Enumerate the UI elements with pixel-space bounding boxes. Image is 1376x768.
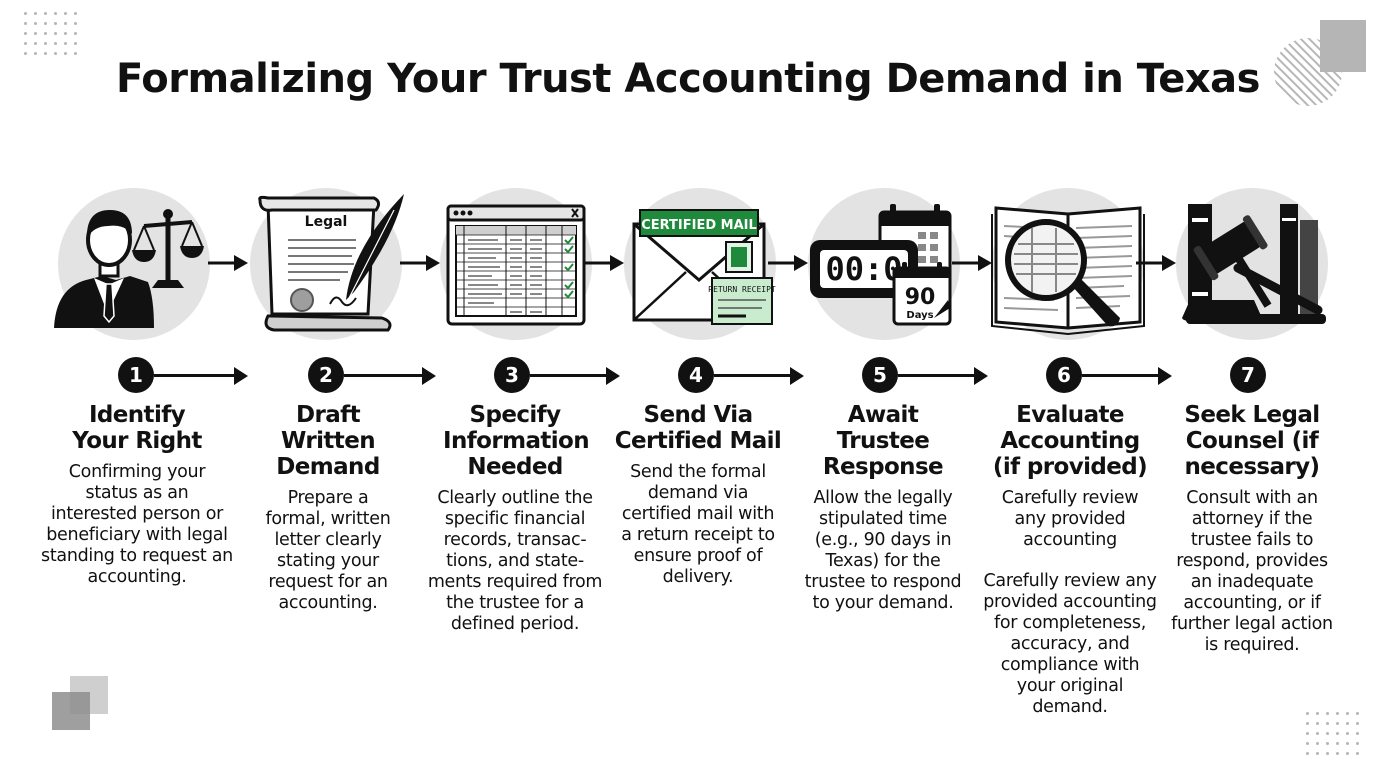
connector-arrow-2 (400, 255, 440, 271)
certified-mail-envelope-icon: CERTIFIED MAIL RETURN RECEIPT (632, 209, 776, 325)
step-number-badge: 2 (308, 357, 344, 393)
magnifier-book-icon (991, 206, 1145, 336)
decorative-squares-bottom-left (52, 676, 108, 730)
step-number-badge: 1 (118, 357, 154, 393)
return-receipt-label: RETURN RECEIPT (708, 285, 776, 294)
spreadsheet-window-icon (446, 204, 586, 326)
step-column-2: Draft Written Demand Prepare a formal, w… (232, 402, 424, 614)
connector-arrow-3 (584, 255, 624, 271)
decorative-dot-grid-bottom-right (1306, 712, 1359, 755)
step-title: Draft Written Demand (276, 402, 380, 480)
step-description: Clearly outline the specific financial r… (427, 488, 603, 634)
page-title: Formalizing Your Trust Accounting Demand… (116, 56, 1260, 102)
step-description: Send the formal demand via certified mai… (621, 462, 775, 587)
certified-mail-label: CERTIFIED MAIL (641, 218, 757, 233)
step-title: Send Via Certified Mail (614, 402, 782, 454)
step-arrow-line (344, 374, 422, 377)
step-column-5: Await Trustee Response Allow the legally… (787, 402, 979, 614)
clock-readout: 00:0 (825, 250, 902, 288)
step-column-7: Seek Legal Counsel (if necessary) Consul… (1156, 402, 1348, 656)
step-arrow-line (530, 374, 606, 377)
step-title: Specify Information Needed (443, 402, 590, 480)
step-arrow-head (790, 367, 804, 385)
step-arrow-line (1082, 374, 1158, 377)
step-number-badge: 5 (862, 357, 898, 393)
step-column-6: Evaluate Accounting (if provided) Carefu… (974, 402, 1166, 718)
step-arrow-line (898, 374, 974, 377)
decorative-dot-grid-top-left (24, 12, 77, 55)
step-column-4: Send Via Certified Mail Send the formal … (602, 402, 794, 588)
step-arrow-head (1158, 367, 1172, 385)
clock-calendar-icon: 00:0 90 Days (810, 204, 952, 326)
step-description: Consult with an attorney if the trustee … (1171, 488, 1333, 655)
step-number-badge: 4 (678, 357, 714, 393)
connector-arrow-6 (1136, 255, 1176, 271)
calendar-number: 90 (905, 285, 936, 310)
step-description: Allow the legally stipulated time (e.g.,… (804, 488, 962, 613)
step-title: Await Trustee Response (822, 402, 944, 480)
step-description-extra: Carefully review any provided accounting… (983, 571, 1157, 717)
connector-arrow-5 (952, 255, 992, 271)
step-arrow-head (422, 367, 436, 385)
scroll-legal-label: Legal (305, 214, 348, 230)
calendar-days-label: Days (906, 310, 933, 321)
connector-arrow-4 (768, 255, 808, 271)
step-description: Prepare a formal, written letter clearly… (265, 488, 391, 613)
step-arrow-line (154, 374, 234, 377)
step-number-badge: 6 (1046, 357, 1082, 393)
step-title: Seek Legal Counsel (if necessary) (1184, 402, 1320, 480)
step-arrow-head (974, 367, 988, 385)
step-arrow-line (714, 374, 790, 377)
step-arrow-head (234, 367, 248, 385)
gavel-books-icon (1182, 204, 1326, 324)
step-description: Carefully review any provided accounting (1001, 488, 1139, 550)
decorative-hatched-circle-top-right (1274, 20, 1366, 106)
step-title: Evaluate Accounting (if provided) (992, 402, 1148, 480)
step-number-badge: 7 (1230, 357, 1266, 393)
step-title: Identify Your Right (72, 402, 202, 454)
step-column-3: Specify Information Needed Clearly outli… (419, 402, 611, 635)
step-description: Confirming your status as an interested … (41, 462, 233, 587)
legal-scroll-quill-icon: Legal (258, 194, 404, 332)
step-arrow-head (606, 367, 620, 385)
step-column-1: Identify Your Right Confirming your stat… (41, 402, 233, 588)
step-number-badge: 3 (494, 357, 530, 393)
connector-arrow-1 (208, 255, 248, 271)
person-with-scales-icon (54, 209, 204, 328)
